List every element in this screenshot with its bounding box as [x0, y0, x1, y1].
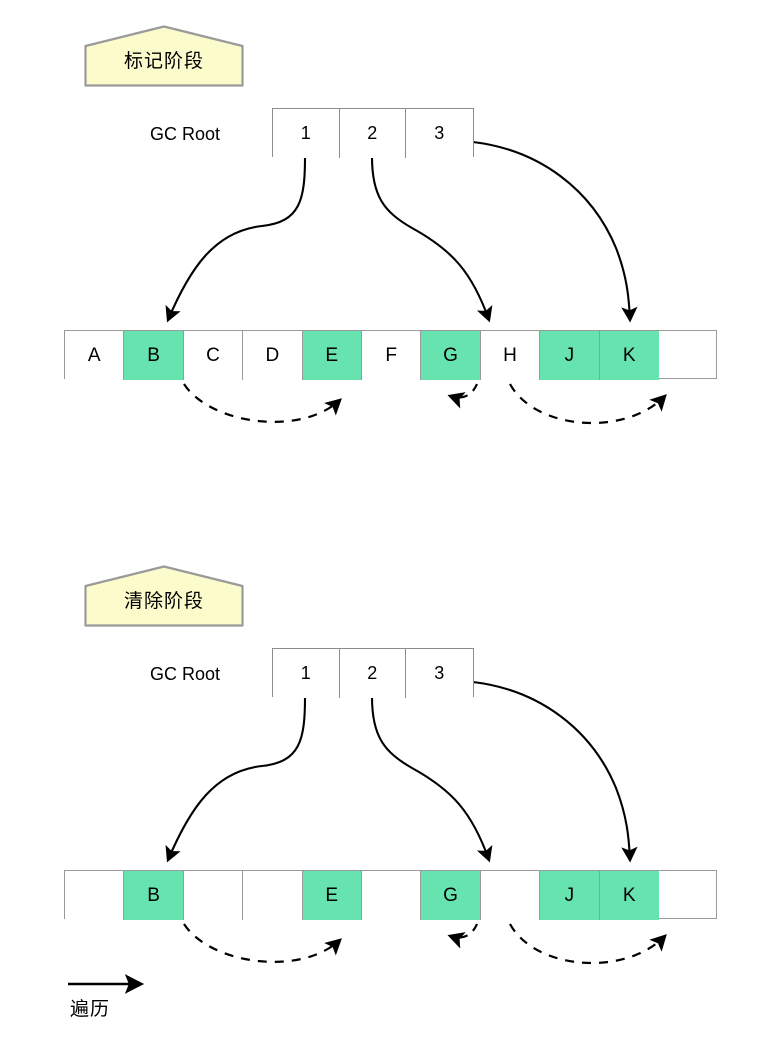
- heap-cell-g[interactable]: G: [421, 871, 481, 920]
- pentagon-shape: [84, 25, 244, 87]
- heap-cell-h[interactable]: H: [480, 331, 541, 380]
- sweep-root3-to-j-arrow: [472, 680, 638, 863]
- gc-root-table-sweep: 1 2 3: [272, 648, 474, 698]
- heap-row-sweep: B E G J K: [64, 870, 717, 920]
- gc-root-table-mark: 1 2 3: [272, 108, 474, 158]
- heap-cell-g[interactable]: G: [421, 331, 481, 380]
- heap-cell-f[interactable]: F: [361, 331, 422, 380]
- phase-banner-label: 清除阶段: [123, 591, 204, 612]
- legend-label: 遍历: [70, 999, 111, 1020]
- gc-root-label-sweep: GC Root: [150, 664, 221, 684]
- heap-cell-c[interactable]: C: [183, 331, 244, 380]
- heap-cell-empty-3[interactable]: [243, 871, 303, 920]
- gc-root-cell[interactable]: 3: [406, 649, 473, 698]
- sweep-root1-to-b-arrow: [165, 696, 307, 863]
- legend: 遍历: [56, 970, 236, 1030]
- mark-b-to-e-dashed-arrow: [183, 383, 342, 423]
- heap-cell-e[interactable]: E: [302, 871, 362, 920]
- heap-cell-j[interactable]: J: [540, 871, 600, 920]
- mark-root3-to-j-arrow: [472, 140, 638, 323]
- gc-root-cell[interactable]: 1: [273, 109, 340, 158]
- gc-root-label-mark: GC Root: [150, 124, 221, 144]
- phase-banner-sweep: 清除阶段: [84, 565, 244, 627]
- heap-cell-d[interactable]: D: [243, 331, 303, 380]
- sweep-root2-to-g-arrow: [370, 696, 493, 863]
- gc-root-cell[interactable]: 1: [273, 649, 340, 698]
- heap-row-mark: A B C D E F G H J K: [64, 330, 717, 380]
- heap-cell-empty-2[interactable]: [183, 871, 244, 920]
- mark-g-to-f-dashed-arrow: [447, 383, 479, 409]
- heap-cell-empty-5[interactable]: [480, 871, 541, 920]
- mark-root1-to-b-arrow: [165, 156, 307, 323]
- mark-g-to-k-dashed-arrow: [509, 383, 667, 425]
- heap-cell-empty-1[interactable]: [65, 871, 125, 920]
- heap-cell-k[interactable]: K: [599, 871, 659, 920]
- phase-banner-mark: 标记阶段: [84, 25, 244, 87]
- gc-root-cell[interactable]: 2: [339, 109, 406, 158]
- heap-cell-b[interactable]: B: [124, 331, 184, 380]
- sweep-g-to-k-dashed-arrow: [509, 923, 667, 965]
- heap-cell-k[interactable]: K: [599, 331, 659, 380]
- pentagon-shape: [84, 565, 244, 627]
- gc-root-cell[interactable]: 3: [406, 109, 473, 158]
- gc-root-cell[interactable]: 2: [339, 649, 406, 698]
- sweep-b-to-e-dashed-arrow: [183, 923, 342, 963]
- heap-cell-empty-4[interactable]: [361, 871, 422, 920]
- heap-cell-j[interactable]: J: [540, 331, 600, 380]
- heap-cell-e[interactable]: E: [302, 331, 362, 380]
- heap-cell-a[interactable]: A: [65, 331, 125, 380]
- sweep-g-to-f-dashed-arrow: [447, 923, 479, 949]
- mark-root2-to-g-arrow: [370, 156, 493, 323]
- heap-cell-b[interactable]: B: [124, 871, 184, 920]
- phase-banner-label: 标记阶段: [123, 51, 204, 72]
